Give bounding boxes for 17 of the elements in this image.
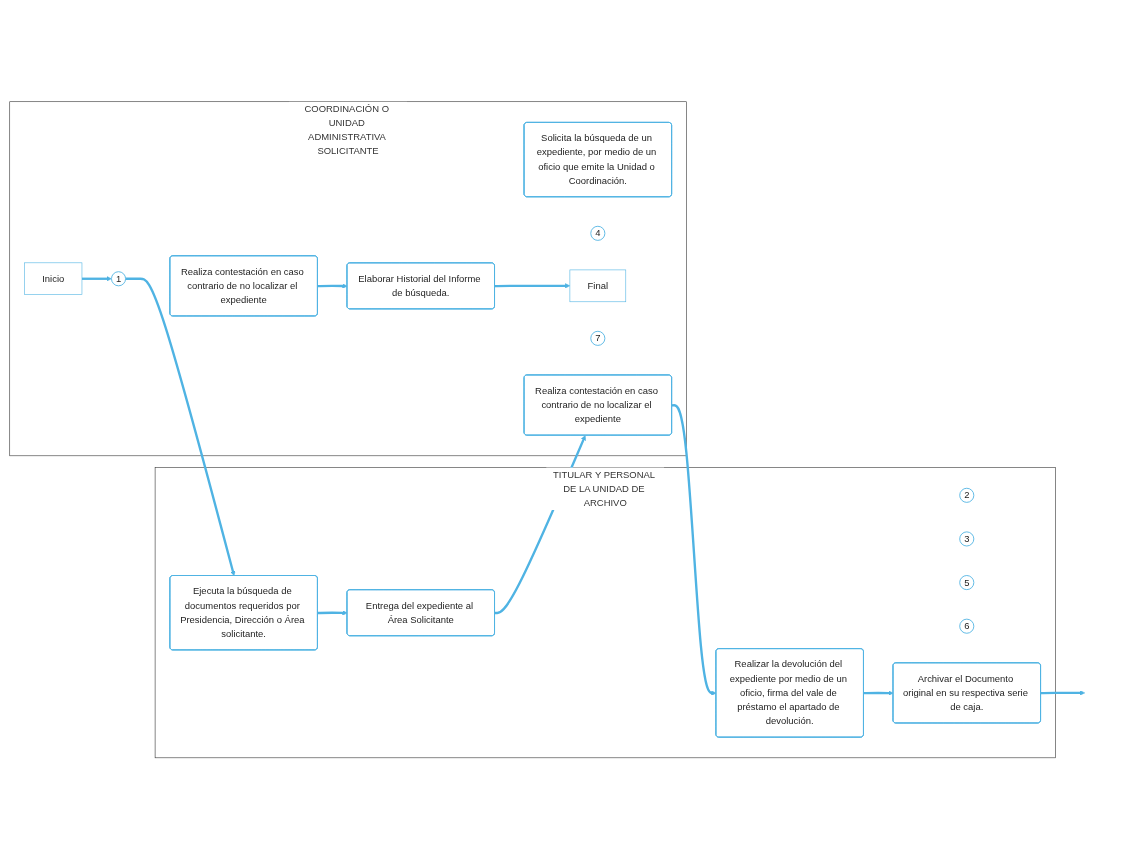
arrow [494,283,570,289]
node-circle: 4 [589,226,605,242]
node-circle: 2 [958,488,974,504]
arrow [1040,690,1085,696]
arrow [863,690,893,696]
arrow [81,276,112,282]
node-circle: 6 [958,618,974,634]
node-circle: 1 [110,271,126,287]
arrow [125,277,235,577]
arrow [317,283,347,289]
node-circle: 3 [958,531,974,547]
node-box: Inicio [23,262,82,296]
arrow [317,610,347,616]
arrow [671,404,716,696]
node-circle: 7 [589,331,605,347]
node-box: Final [569,269,626,303]
node-circle: 5 [958,575,974,591]
